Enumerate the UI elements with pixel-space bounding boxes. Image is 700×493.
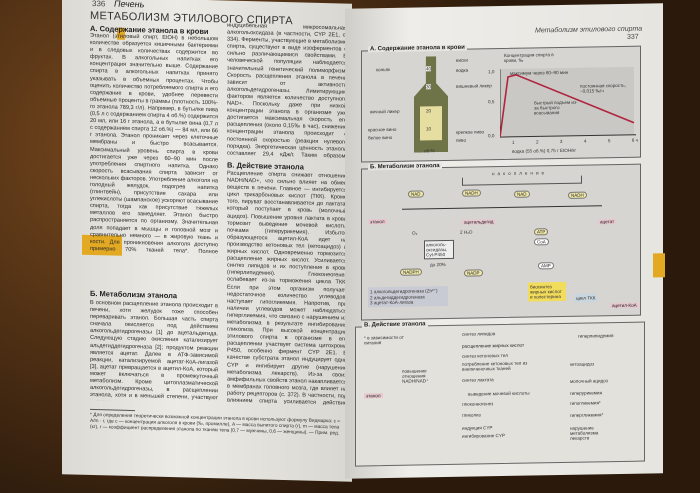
effect-result: гиперлипидемия: [578, 333, 614, 339]
nad-pill: NAD: [514, 190, 530, 198]
nadph-pill: NADPH: [400, 268, 422, 276]
y-tick: 1,0: [488, 69, 495, 75]
drink-label: вишневый ликер: [456, 83, 492, 89]
drink-label: коньяк: [376, 66, 391, 73]
biosynthesis-box: биосинтез жирных кислот и холестерина: [528, 281, 566, 302]
scale-mark: 20: [426, 108, 432, 114]
effect-result: гипергликемия*: [570, 412, 604, 418]
effect-result: молочный ацидоз: [570, 378, 608, 384]
oxygen-label: O₂: [412, 230, 418, 236]
scale-mark: 30: [426, 84, 432, 90]
footnote-note: * в зависимости от питания: [364, 334, 404, 346]
acetaldehyde-label: ацетальдегид: [462, 219, 496, 225]
x-tick: 3: [559, 138, 563, 145]
effect-cause: глюконеогенез: [462, 401, 494, 407]
x-tick: 1: [512, 139, 515, 145]
y-tick: 0,5: [488, 99, 495, 105]
annotation-rate: постоянная скорость, ~0,015 ‰/ч: [580, 82, 626, 94]
drink-label: пиво: [456, 137, 466, 143]
acetate-label: ацетат: [598, 219, 617, 225]
legend-item: 3 ацетат-КоА-лигаза: [370, 299, 414, 306]
x-tick: 4: [583, 138, 587, 144]
effect-result: нарушение метаболизма лекарств: [570, 425, 599, 441]
coa-pill: CoA: [534, 238, 549, 246]
effect-cause: индукция CYP: [462, 425, 493, 431]
accumulation-bracket: [462, 175, 582, 186]
effect-cause: потребление кетоновых тел из внепеченочн…: [462, 360, 528, 372]
x-tick: 2: [535, 139, 539, 145]
running-head: Печень: [114, 0, 145, 10]
accumulation-label: накопление: [492, 170, 548, 177]
effect-cause: гликолиз: [462, 412, 481, 418]
oxidase-box: алкоголь-оксидазы, Cyt-P450: [424, 239, 454, 260]
bottle-axis-label: об.%: [424, 148, 435, 154]
effect-cause: ингибирование CYP: [462, 432, 505, 439]
effect-result: гиперурикемия: [570, 390, 602, 396]
right-page: Метаболизм этилового спирта 337 А. Содер…: [345, 3, 665, 479]
figure-c-title: В. Действие этанола: [362, 321, 428, 329]
annotation-rise: быстрый подъем из-за быстрого всасывания: [534, 99, 578, 116]
acetyl-coa-label: ацетил-КоА: [610, 302, 639, 309]
effect-result: гипогликемия*: [570, 400, 601, 406]
column2-text: индуцибельная микросомальная алкогольокс…: [227, 22, 347, 159]
chart-plot-area: [500, 66, 634, 138]
footnote-rule: [90, 408, 135, 412]
nadp-pill: NADP: [464, 269, 483, 277]
ethanol-label: этанол: [368, 219, 387, 225]
amp-pill: AMP: [538, 262, 554, 270]
blood-alcohol-chart: [500, 66, 636, 138]
chart-y-label: Концентрация спирта в крови, ‰: [504, 52, 554, 63]
nadh-pill: NADH: [568, 191, 587, 199]
section-c-text: Расщепление спирта снижает отношение NAD…: [227, 170, 347, 406]
x-axis: [500, 134, 636, 138]
left-page: 336 Печень МЕТАБОЛИЗМ ЭТИЛОВОГО СПИРТА А…: [62, 0, 352, 482]
drink-label: белое вино: [368, 134, 393, 141]
figure-b-title: Б. Метаболизм этанола: [368, 163, 442, 171]
drink-label: яичный ликер: [370, 108, 400, 115]
effects-list: синтез липидов гиперлипидемия расщепление…: [450, 329, 640, 448]
concentration-curve: [500, 73, 635, 138]
effect-result: кетоацидоз: [570, 361, 595, 367]
nadh-pill: NADH: [462, 189, 481, 197]
y-tick: 0,0: [488, 133, 495, 139]
figure-c: В. Действие этанола * в зависимости от п…: [355, 321, 645, 467]
x-tick: 6 ч: [631, 137, 638, 143]
water-label: 2 H₂O: [460, 229, 473, 235]
page-number: 337: [627, 33, 639, 41]
ethanol-label: этанол: [364, 393, 383, 399]
section-b-heading: Б. Метаболизм этанола: [90, 288, 178, 301]
x-tick: 5: [607, 138, 611, 144]
effect-cause: синтез липидов: [462, 331, 496, 337]
figure-a: А. Содержание этанола в крови 40 30 20 1…: [361, 44, 641, 163]
effect-cause: синтез лактата: [462, 377, 494, 383]
oxidase-share: до 20%: [430, 262, 446, 268]
effect-cause: расщепление жирных кислот: [462, 342, 525, 349]
footnote: * Для определения теоретически возможной…: [90, 412, 341, 437]
page-number: 336: [92, 0, 106, 9]
drink-label: крепкое пиво: [456, 129, 485, 135]
section-a-text: Этанол (этиловый спирт, EtOH) в небольшо…: [90, 32, 218, 256]
drink-label: виски: [456, 57, 468, 63]
annotation-max: максимум через 60–90 мин: [510, 69, 569, 76]
nad-pill: NAD: [408, 190, 424, 198]
chart-x-label: водка (55 об.%) 0,75 г EtOH/кг: [512, 147, 577, 154]
figure-b: Б. Метаболизм этанола накопление NAD NAD…: [361, 163, 641, 321]
tca-box: цикл ТКК: [574, 293, 598, 303]
edge-tab: [653, 253, 665, 278]
reaction-arrow: [402, 205, 602, 210]
figure-a-title: А. Содержание этанола в крови: [368, 44, 467, 53]
section-b-text: В основном расщепление этанола происходи…: [90, 299, 218, 404]
ratio-label: повышение отношения NADH/NAD⁺: [402, 368, 429, 384]
atp-pill: ATP: [534, 228, 549, 236]
enzyme-legend: 1 алкогольдегидрогеназа (Zn²⁺) 2 альдеги…: [368, 285, 448, 308]
effect-cause: выведение мочевой кислоты: [468, 390, 530, 397]
drink-label: водка: [456, 67, 469, 73]
effect-cause: синтез кетоновых тел: [462, 352, 508, 359]
scale-mark: 40: [426, 66, 432, 72]
scale-mark: 10: [426, 126, 432, 132]
drink-label: красное вино: [368, 126, 397, 133]
